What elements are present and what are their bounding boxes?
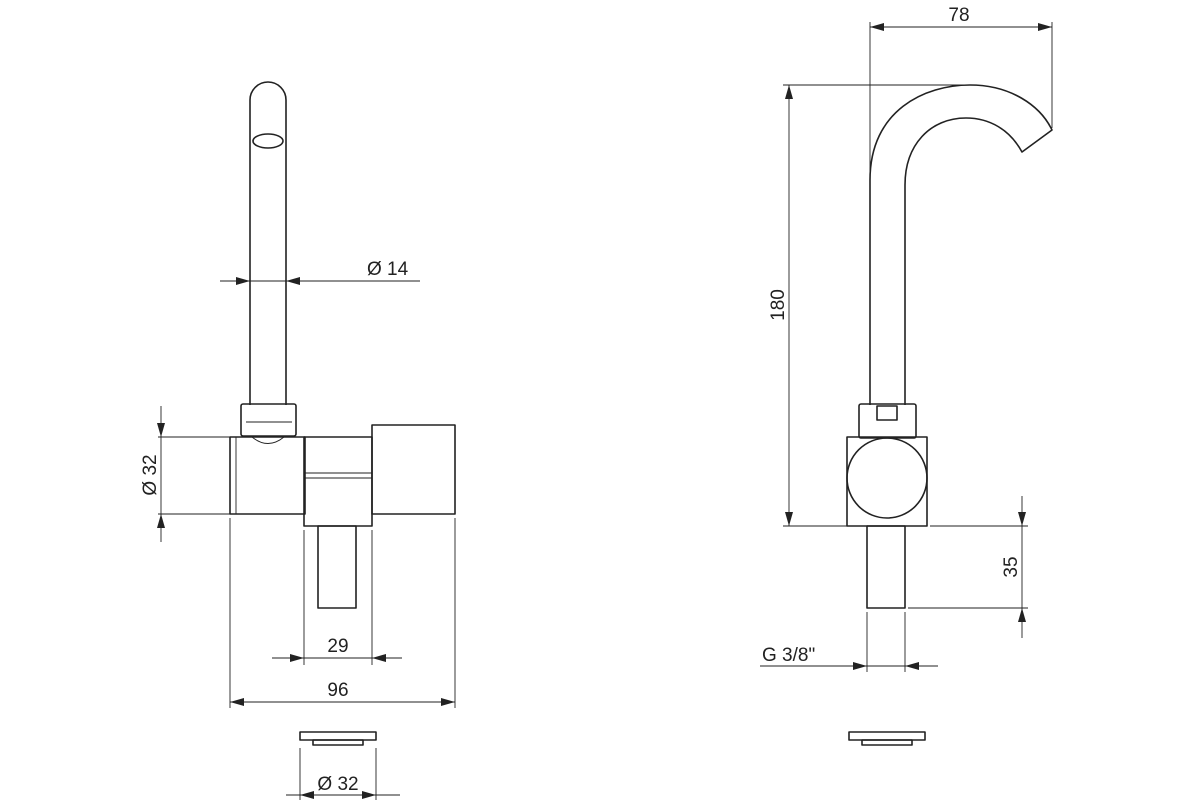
front-handle (371, 424, 456, 515)
front-body (229, 436, 306, 515)
dim-overall-height: 180 (768, 289, 789, 321)
front-shank (317, 525, 357, 609)
front-spout-outlet (252, 133, 284, 149)
front-valve-block (303, 436, 373, 527)
side-spout-arc (869, 84, 1053, 405)
side-collar (858, 403, 917, 439)
dim-spout-reach: 78 (948, 5, 969, 26)
front-base-plate (299, 731, 377, 741)
dim-thread: G 3/8" (762, 645, 815, 666)
dim-spout-diameter: Ø 14 (367, 259, 409, 280)
dim-shank-length: 35 (1001, 556, 1022, 577)
dim-body-diameter: Ø 32 (140, 454, 161, 495)
dim-base-diameter: Ø 32 (317, 774, 358, 795)
dim-shank-width: 29 (327, 636, 348, 657)
front-view: Ø 14 Ø 32 29 96 Ø 32 (140, 81, 456, 800)
side-valve-disc (846, 437, 928, 519)
side-base-plate (848, 731, 926, 741)
front-spout-pipe (249, 81, 287, 405)
side-shank (866, 525, 906, 609)
front-collar (240, 403, 297, 437)
dim-overall-width: 96 (327, 680, 348, 701)
side-view: 78 180 35 G 3/8" (760, 5, 1053, 746)
